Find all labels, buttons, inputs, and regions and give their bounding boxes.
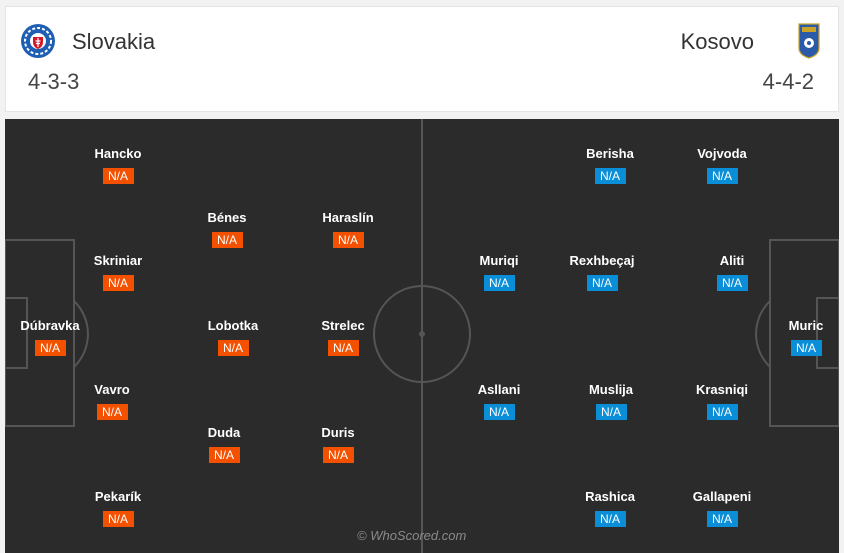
rating-badge: N/A xyxy=(706,404,738,420)
rating-badge: N/A xyxy=(716,275,748,291)
player-name: Duris xyxy=(321,425,355,440)
player-name: Haraslín xyxy=(322,210,374,225)
player-name: Gallapeni xyxy=(692,489,752,504)
player-card[interactable]: Haraslín N/A xyxy=(303,210,393,249)
player-name: Rexhbeçaj xyxy=(569,253,635,268)
player-card[interactable]: Rexhbeçaj N/A xyxy=(557,253,647,292)
player-card[interactable]: Rashica N/A xyxy=(565,489,655,528)
match-header: Slovakia 4-3-3 Kosovo 4-4-2 xyxy=(5,6,839,112)
player-card[interactable]: Hancko N/A xyxy=(73,146,163,185)
player-name: Vavro xyxy=(94,382,130,397)
away-formation: 4-4-2 xyxy=(762,69,814,94)
player-card[interactable]: Gallapeni N/A xyxy=(677,489,767,528)
player-card[interactable]: Vojvoda N/A xyxy=(677,146,767,185)
rating-badge: N/A xyxy=(217,340,249,356)
player-card[interactable]: Duris N/A xyxy=(293,425,383,464)
player-card[interactable]: Lobotka N/A xyxy=(188,318,278,357)
player-name: Muric xyxy=(788,318,824,333)
player-name: Vojvoda xyxy=(697,146,747,161)
player-card[interactable]: Krasniqi N/A xyxy=(677,382,767,421)
player-card[interactable]: Muslija N/A xyxy=(566,382,656,421)
player-card[interactable]: Dúbravka N/A xyxy=(5,318,95,357)
rating-badge: N/A xyxy=(102,511,134,527)
rating-badge: N/A xyxy=(102,275,134,291)
rating-badge: N/A xyxy=(96,404,128,420)
player-name: Muriqi xyxy=(479,253,519,268)
player-name: Skriniar xyxy=(93,253,143,268)
rating-badge: N/A xyxy=(332,232,364,248)
player-name: Lobotka xyxy=(207,318,259,333)
pitch: Hancko N/A Bénes N/A Haraslín N/A Skrini… xyxy=(5,119,839,553)
watermark: © WhoScored.com xyxy=(357,528,467,543)
player-card[interactable]: Strelec N/A xyxy=(298,318,388,357)
player-name: Hancko xyxy=(94,146,142,161)
player-name: Krasniqi xyxy=(695,382,748,397)
player-name: Berisha xyxy=(586,146,634,161)
rating-badge: N/A xyxy=(483,404,515,420)
rating-badge: N/A xyxy=(790,340,822,356)
home-team-name[interactable]: Slovakia xyxy=(72,29,156,54)
home-formation: 4-3-3 xyxy=(28,69,80,94)
player-card[interactable]: Vavro N/A xyxy=(67,382,157,421)
away-team-name[interactable]: Kosovo xyxy=(680,29,754,54)
pitch-markings xyxy=(5,119,839,553)
rating-badge: N/A xyxy=(706,168,738,184)
player-card[interactable]: Asllani N/A xyxy=(454,382,544,421)
slovakia-crest-icon[interactable] xyxy=(20,23,56,59)
player-name: Strelec xyxy=(321,318,365,333)
rating-badge: N/A xyxy=(34,340,66,356)
rating-badge: N/A xyxy=(483,275,515,291)
rating-badge: N/A xyxy=(706,511,738,527)
player-card[interactable]: Muriqi N/A xyxy=(454,253,544,292)
rating-badge: N/A xyxy=(208,447,240,463)
player-name: Asllani xyxy=(477,382,521,397)
player-name: Pekarík xyxy=(94,489,142,504)
player-card[interactable]: Aliti N/A xyxy=(687,253,777,292)
rating-badge: N/A xyxy=(594,168,626,184)
player-card[interactable]: Muric N/A xyxy=(761,318,839,357)
kosovo-crest-icon[interactable] xyxy=(798,23,820,59)
player-card[interactable]: Skriniar N/A xyxy=(73,253,163,292)
player-card[interactable]: Duda N/A xyxy=(179,425,269,464)
player-name: Duda xyxy=(207,425,241,440)
player-card[interactable]: Pekarík N/A xyxy=(73,489,163,528)
player-name: Dúbravka xyxy=(20,318,80,333)
rating-badge: N/A xyxy=(102,168,134,184)
rating-badge: N/A xyxy=(594,511,626,527)
player-name: Aliti xyxy=(719,253,745,268)
rating-badge: N/A xyxy=(327,340,359,356)
player-name: Rashica xyxy=(585,489,635,504)
player-card[interactable]: Berisha N/A xyxy=(565,146,655,185)
rating-badge: N/A xyxy=(595,404,627,420)
rating-badge: N/A xyxy=(211,232,243,248)
player-card[interactable]: Bénes N/A xyxy=(182,210,272,249)
rating-badge: N/A xyxy=(586,275,618,291)
player-name: Muslija xyxy=(588,382,634,397)
player-name: Bénes xyxy=(207,210,247,225)
rating-badge: N/A xyxy=(322,447,354,463)
